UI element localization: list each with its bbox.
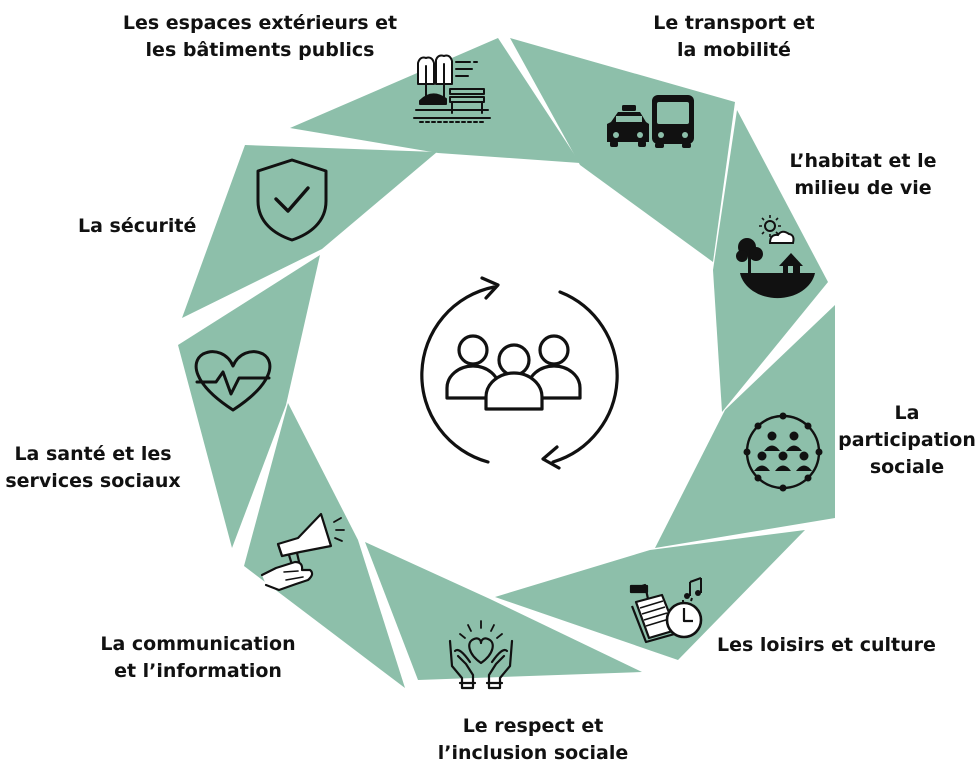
label-loisirs: Les loisirs et culture [717, 632, 936, 659]
label-espaces: Les espaces extérieurs et les bâtiments p… [123, 10, 397, 64]
segment-habitat [713, 110, 828, 412]
label-line: La sécurité [78, 215, 197, 237]
segment-transport [510, 38, 735, 262]
label-sante: La santé et les services sociaux [5, 441, 180, 495]
segment-loisirs [495, 530, 805, 660]
heartbeat-icon [194, 350, 272, 412]
label-line: l’inclusion sociale [437, 742, 629, 764]
label-participation: La participation sociale [838, 400, 976, 481]
label-respect: Le respect et l’inclusion sociale [438, 713, 628, 765]
wheel-segments [178, 38, 835, 688]
label-line: participation [838, 429, 976, 451]
book-clock-music-icon [629, 577, 703, 644]
label-line: les bâtiments publics [145, 39, 375, 61]
label-line: La [894, 402, 920, 424]
label-line: Les loisirs et culture [717, 634, 936, 656]
label-transport: Le transport et la mobilité [653, 10, 814, 64]
label-line: et l’information [114, 660, 282, 682]
label-line: la mobilité [677, 39, 791, 61]
label-securite: La sécurité [78, 213, 196, 240]
label-line: milieu de vie [794, 177, 932, 199]
label-line: Le respect et [462, 715, 604, 737]
label-line: Le transport et [653, 12, 815, 34]
segment-respect [365, 542, 642, 680]
label-line: Les espaces extérieurs et [122, 12, 398, 34]
people-cycle-icon [420, 276, 619, 470]
hands-heart-icon [448, 620, 514, 690]
segment-sante [178, 255, 320, 548]
label-line: L’habitat et le [789, 150, 937, 172]
label-line: La santé et les [14, 443, 172, 465]
park-bench-trees-icon [413, 54, 491, 123]
car-bus-icon [607, 95, 694, 148]
label-communication: La communication et l’information [100, 631, 295, 685]
label-line: sociale [869, 456, 945, 478]
megaphone-icon [260, 512, 345, 592]
shield-check-icon [256, 158, 328, 242]
group-network-icon [743, 412, 823, 492]
label-line: La communication [100, 633, 296, 655]
label-line: services sociaux [5, 470, 181, 492]
house-landscape-icon [736, 215, 815, 299]
label-habitat: L’habitat et le milieu de vie [790, 148, 937, 202]
